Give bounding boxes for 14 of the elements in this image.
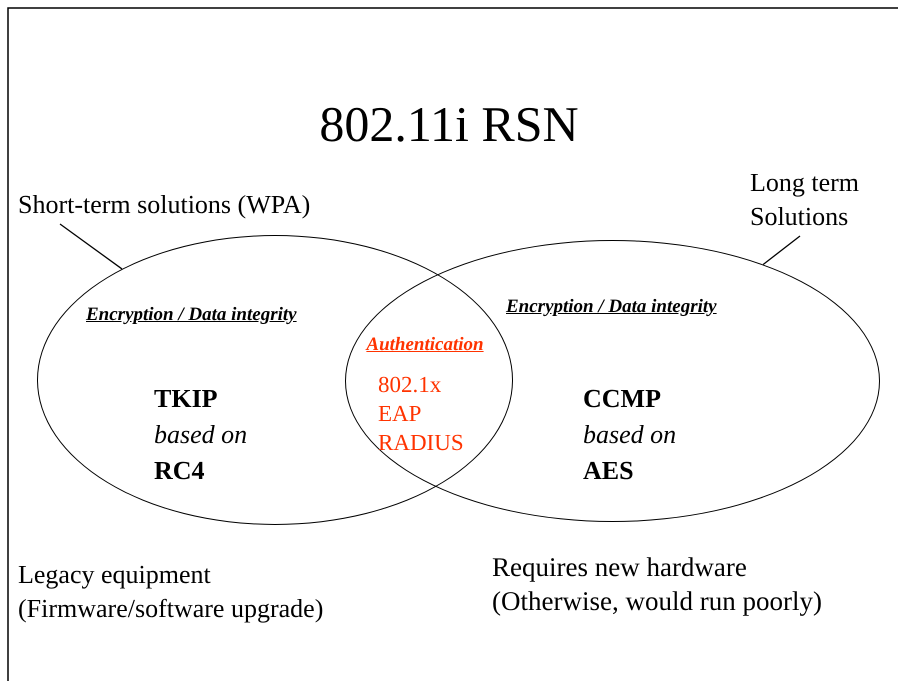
protocol-text: CCMP based on AES <box>583 383 678 487</box>
section-heading: Authentication <box>364 333 485 357</box>
leader-line <box>60 223 122 270</box>
callout-text: Short-term solutions (WPA) <box>18 188 378 222</box>
callout-text: Long term Solutions <box>750 166 890 234</box>
section-heading: Encryption / Data integrity <box>506 296 717 318</box>
leader-line <box>762 235 800 265</box>
title: 802.11i RSN <box>318 95 580 153</box>
protocol-text: TKIP based on RC4 <box>154 383 248 487</box>
note-text: Legacy equipment (Firmware/software upgrade) <box>18 559 324 625</box>
protocol-list: 802.1x EAP RADIUS <box>378 370 478 457</box>
ellipse-region <box>345 240 880 522</box>
section-heading: Encryption / Data integrity <box>86 304 297 326</box>
note-text: Requires new hardware (Otherwise, would run poorly) <box>492 551 823 618</box>
